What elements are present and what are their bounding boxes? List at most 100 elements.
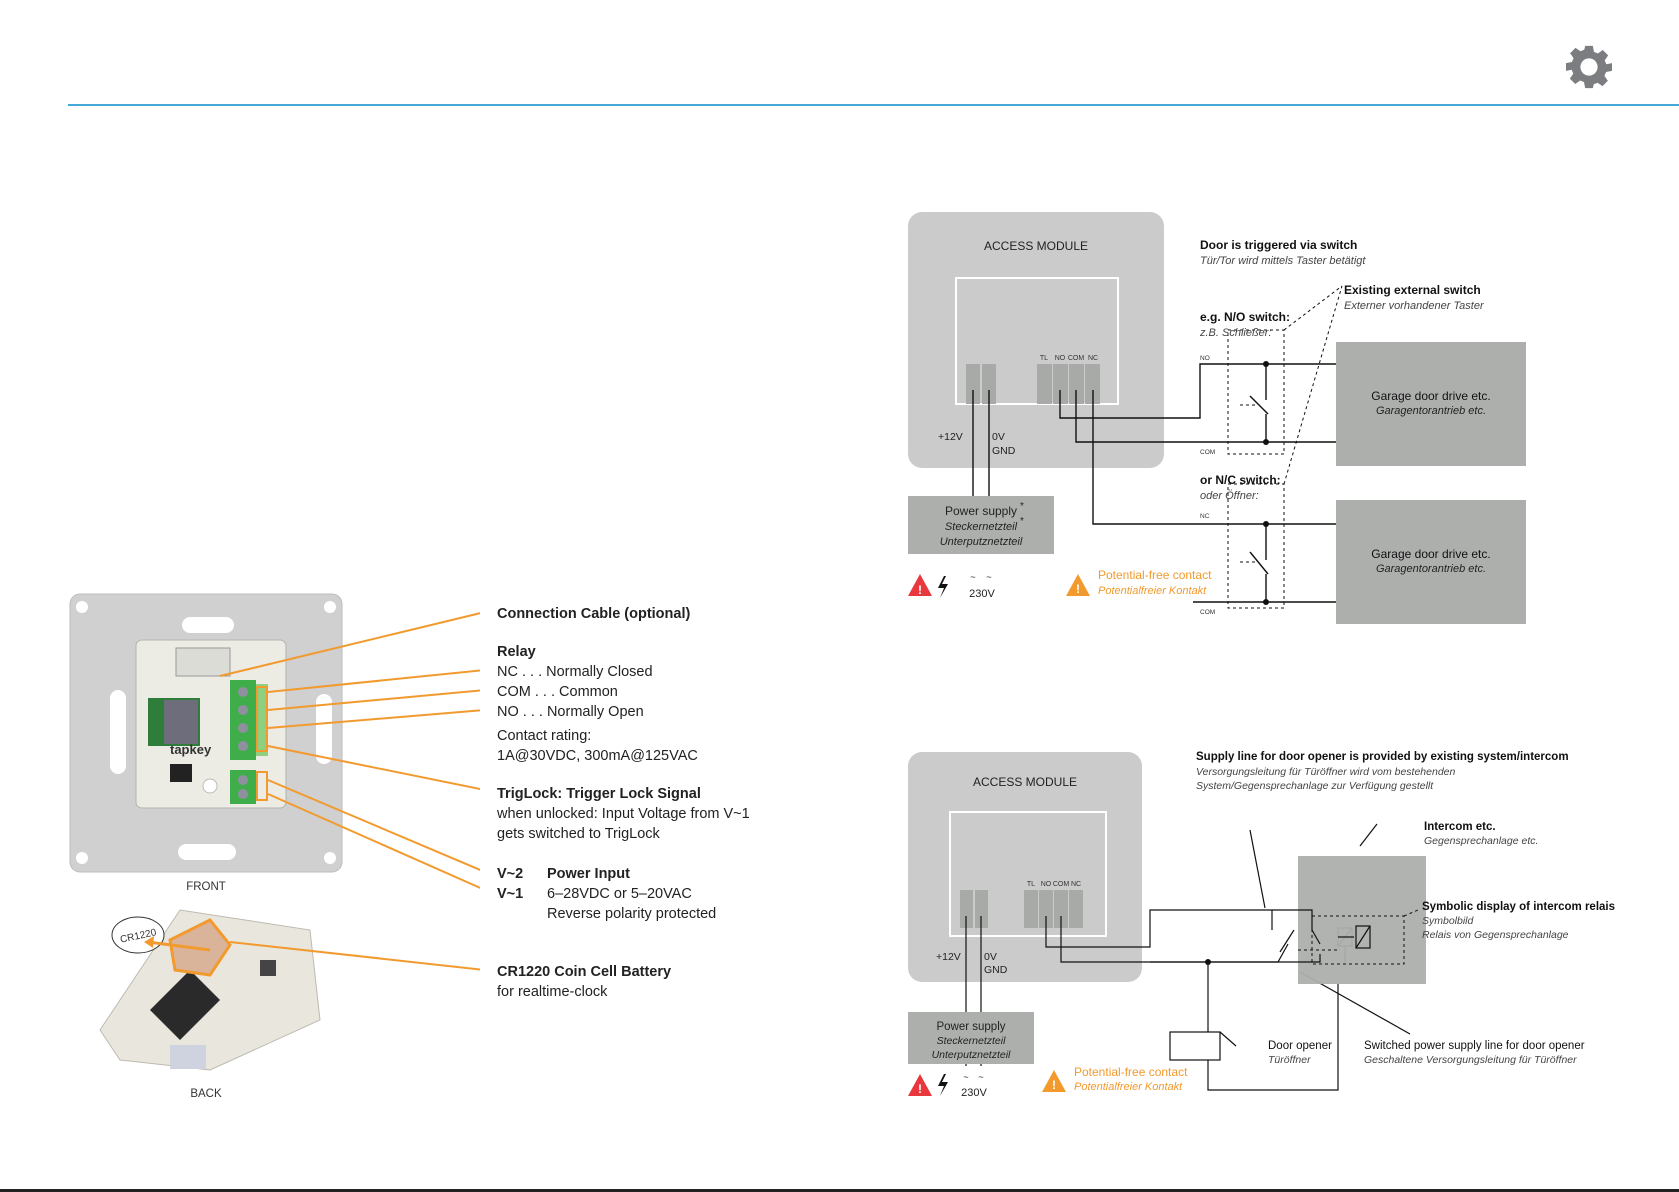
callout-connection-cable: Connection Cable (optional) <box>497 606 691 622</box>
garage-sub-1: Garagentorantrieb etc. <box>1376 405 1486 417</box>
callout-lines <box>219 612 480 971</box>
module-title-2: ACCESS MODULE <box>973 775 1077 789</box>
psu-sub2: Unterputznetzteil <box>940 536 1023 548</box>
svg-text:!: ! <box>1076 582 1080 596</box>
wiring-diagram-intercom: ACCESS MODULE TL NO COM NC +12V 0V GND <box>908 751 1615 1099</box>
intercom-title: Intercom etc. <box>1424 821 1496 833</box>
ac-symbol-1: ~ <box>970 572 975 582</box>
device-illustration: tapkey FRONT CR1220 BACK <box>69 593 480 1100</box>
terminal-com: COM <box>1068 355 1085 362</box>
callout-relay-nc: NC . . . Normally Closed <box>497 664 653 680</box>
callout-contact-rating-value: 1A@30VDC, 300mA@125VAC <box>497 748 698 764</box>
pf2-sub: Potentialfreier Kontakt <box>1074 1081 1183 1093</box>
callout-triglock-title: TrigLock: Trigger Lock Signal <box>497 786 701 802</box>
psu-asterisk-2: * <box>1020 516 1024 527</box>
opener-sub: Türöffner <box>1268 1054 1311 1066</box>
opener-title: Door opener <box>1268 1040 1332 1052</box>
pf-sub: Potentialfreier Kontakt <box>1098 585 1207 597</box>
label2-gnd: GND <box>984 964 1008 976</box>
switched-sub: Geschaltene Versorgungsleitung für Türöf… <box>1364 1054 1577 1066</box>
ac2-symbol-2: ~ <box>978 1072 983 1082</box>
callout-contact-rating-title: Contact rating: <box>497 728 592 744</box>
psu-asterisk: * <box>1020 501 1024 512</box>
callout-v2: V~2 <box>497 866 524 882</box>
ext-switch-title: Existing external switch <box>1344 283 1481 297</box>
pf-title: Potential-free contact <box>1098 568 1212 582</box>
callout-relay-title: Relay <box>497 644 536 660</box>
intercom-sub: Gegensprechanlage etc. <box>1424 835 1538 847</box>
relais-sub2: Relais von Gegensprechanlage <box>1422 929 1569 941</box>
relais-title: Symbolic display of intercom relais <box>1422 901 1615 913</box>
svg-text:!: ! <box>918 583 922 597</box>
label-12v: +12V <box>938 431 963 443</box>
terminal-no: NO <box>1055 355 1066 362</box>
label2-0v: 0V <box>984 951 997 963</box>
terminal2-tl: TL <box>1027 881 1035 888</box>
back-caption: BACK <box>190 1088 222 1100</box>
power-supply-box <box>908 496 1054 554</box>
back-board: CR1220 <box>99 909 321 1071</box>
callout-triglock-line2: gets switched to TrigLock <box>497 826 660 842</box>
callout-triglock-line1: when unlocked: Input Voltage from V~1 <box>497 806 750 822</box>
terminal2-nc: NC <box>1071 881 1081 888</box>
ac-symbol-2: ~ <box>986 572 991 582</box>
header-divider <box>68 104 1679 106</box>
nc-switch-title: or N/C switch: <box>1200 473 1281 487</box>
psu-title: Power supply <box>945 504 1017 518</box>
ac2-symbol-1: ~ <box>963 1072 968 1082</box>
supply-sub1: Versorgungsleitung für Türöffner wird vo… <box>1196 766 1455 778</box>
supply-title: Supply line for door opener is provided … <box>1196 751 1569 763</box>
garage-drive-box-2 <box>1336 500 1526 624</box>
callout-relay-com: COM . . . Common <box>497 684 618 700</box>
no-switch-title: e.g. N/O switch: <box>1200 310 1290 324</box>
svg-text:!: ! <box>1052 1078 1056 1092</box>
terminal2-no: NO <box>1041 881 1052 888</box>
wire-no-label: NO <box>1200 355 1210 362</box>
front-plate: tapkey <box>69 593 343 873</box>
warning-red-icon <box>908 574 932 596</box>
pcb-brand: tapkey <box>170 742 212 757</box>
warning-orange-icon-2 <box>1042 1070 1066 1092</box>
intercom-box <box>1298 856 1426 984</box>
callout-relay-no: NO . . . Normally Open <box>497 704 644 720</box>
trigger-title: Door is triggered via switch <box>1200 238 1357 252</box>
lightning-icon <box>938 576 948 598</box>
garage-sub-2: Garagentorantrieb etc. <box>1376 563 1486 575</box>
lightning-icon-2 <box>938 1074 948 1096</box>
psu2-title: Power supply <box>936 1021 1005 1033</box>
pf2-title: Potential-free contact <box>1074 1065 1188 1079</box>
wire-com-label: COM <box>1200 449 1215 456</box>
psu2-sub2: Unterputznetzteil <box>932 1049 1011 1061</box>
switched-title: Switched power supply line for door open… <box>1364 1040 1585 1052</box>
callout-v1: V~1 <box>497 886 524 902</box>
garage-title-1: Garage door drive etc. <box>1371 389 1490 403</box>
power-supply-box-2 <box>908 1012 1034 1064</box>
terminal-tl: TL <box>1040 355 1048 362</box>
bottom-border <box>0 1189 1679 1192</box>
callout-battery-sub: for realtime-clock <box>497 984 608 1000</box>
psu-sub1: Steckernetzteil <box>945 521 1018 533</box>
wiring-diagram-switch: ACCESS MODULE TL NO COM NC +12V 0V GND <box>908 212 1526 624</box>
label-0v: 0V <box>992 431 1005 443</box>
svg-text:!: ! <box>918 1082 922 1096</box>
supply-sub2: System/Gegensprechanlage zur Verfügung g… <box>1196 780 1434 792</box>
label-gnd: GND <box>992 445 1016 457</box>
callout-power-line2: Reverse polarity protected <box>547 906 717 922</box>
no-switch-sub: z.B. Schließer: <box>1199 327 1272 339</box>
gear-icon[interactable] <box>1566 44 1612 90</box>
trigger-sub: Tür/Tor wird mittels Taster betätigt <box>1200 255 1366 267</box>
garage-drive-box-1 <box>1336 342 1526 466</box>
wire-com-label-2: COM <box>1200 609 1215 616</box>
terminal-nc: NC <box>1088 355 1098 362</box>
module-title: ACCESS MODULE <box>984 239 1088 253</box>
callout-power-line1: 6–28VDC or 5–20VAC <box>547 886 692 902</box>
mains2-label: 230V <box>961 1087 987 1099</box>
callout-power-title: Power Input <box>547 866 630 882</box>
ext-switch-sub: Externer vorhandener Taster <box>1344 300 1485 312</box>
terminal2-com: COM <box>1053 881 1070 888</box>
warning-red-icon-2 <box>908 1074 932 1096</box>
nc-switch-sub: oder Öffner: <box>1200 490 1259 502</box>
warning-orange-icon <box>1066 574 1090 596</box>
label2-12v: +12V <box>936 951 961 963</box>
wire-nc-label: NC <box>1200 513 1210 520</box>
